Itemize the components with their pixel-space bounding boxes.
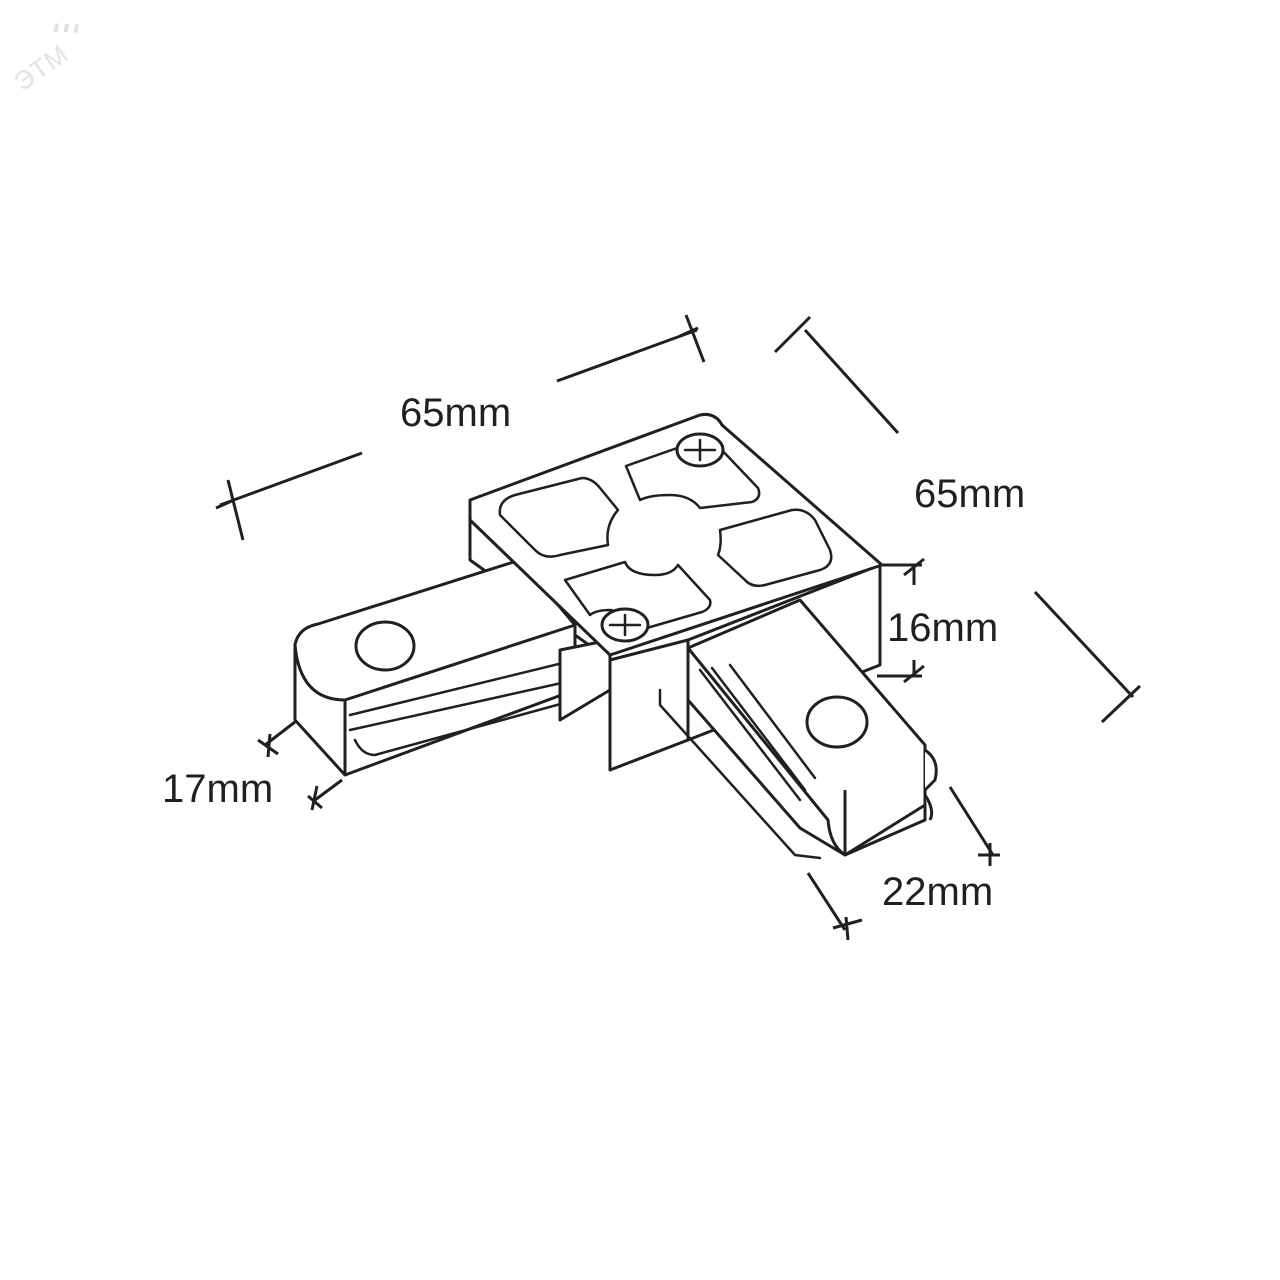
center-block-front — [608, 638, 690, 772]
top-plate — [468, 413, 884, 657]
watermark-logo: ЭТМ — [8, 23, 80, 97]
right-arm-underside — [658, 688, 822, 860]
pad-left — [498, 476, 620, 558]
left-arm-hole-icon — [354, 620, 416, 672]
dim-label-length-b: 65mm — [914, 472, 1025, 516]
dim-22-line-a — [948, 786, 995, 856]
right-arm-groove — [698, 663, 817, 802]
left-arm-groove-bottom — [353, 698, 577, 757]
dim-label-height: 16mm — [887, 606, 998, 650]
dim-65-left-tick-a — [226, 479, 245, 541]
watermark-text: ЭТМ — [8, 38, 74, 97]
right-arm-tip-lower — [923, 794, 934, 821]
dim-17-line-b — [314, 778, 343, 802]
dim-16-arrow-bottom — [903, 664, 925, 684]
dim-65-right-tick-b — [1100, 684, 1142, 724]
dim-65-right-tick-a — [773, 315, 812, 354]
pad-bottom — [563, 560, 712, 632]
dim-65-left-arrow-a — [215, 498, 235, 510]
dim-label-end-width-b: 22mm — [882, 870, 993, 914]
dim-65-left-tick-b — [684, 314, 706, 363]
screw-top-icon — [675, 432, 725, 468]
dim-65-left-line-b — [556, 328, 698, 383]
dim-65-left-arrow-b — [679, 326, 699, 338]
right-arm-tip — [923, 748, 938, 792]
right-arm-hole-icon — [805, 695, 869, 749]
dim-17-arrow-b — [310, 785, 319, 811]
dim-65-left-line-a — [219, 451, 363, 507]
dim-16-arrow-top — [903, 557, 925, 577]
dim-65-right-line-b — [1033, 590, 1135, 699]
dim-22-line-b — [806, 872, 847, 931]
screw-bottom-icon — [600, 607, 650, 643]
dim-22-arrow-b — [844, 916, 850, 941]
left-arm-socket — [558, 638, 612, 722]
dimension-lines — [215, 314, 1142, 941]
dim-label-length-a: 65mm — [400, 391, 511, 435]
dim-label-end-width: 17mm — [162, 767, 273, 811]
left-arm-groove-top — [348, 658, 577, 732]
connector-body — [293, 413, 938, 860]
pad-right — [716, 508, 833, 588]
dim-65-right-line-a — [803, 328, 900, 435]
dim-17-arrow-a — [266, 733, 272, 758]
